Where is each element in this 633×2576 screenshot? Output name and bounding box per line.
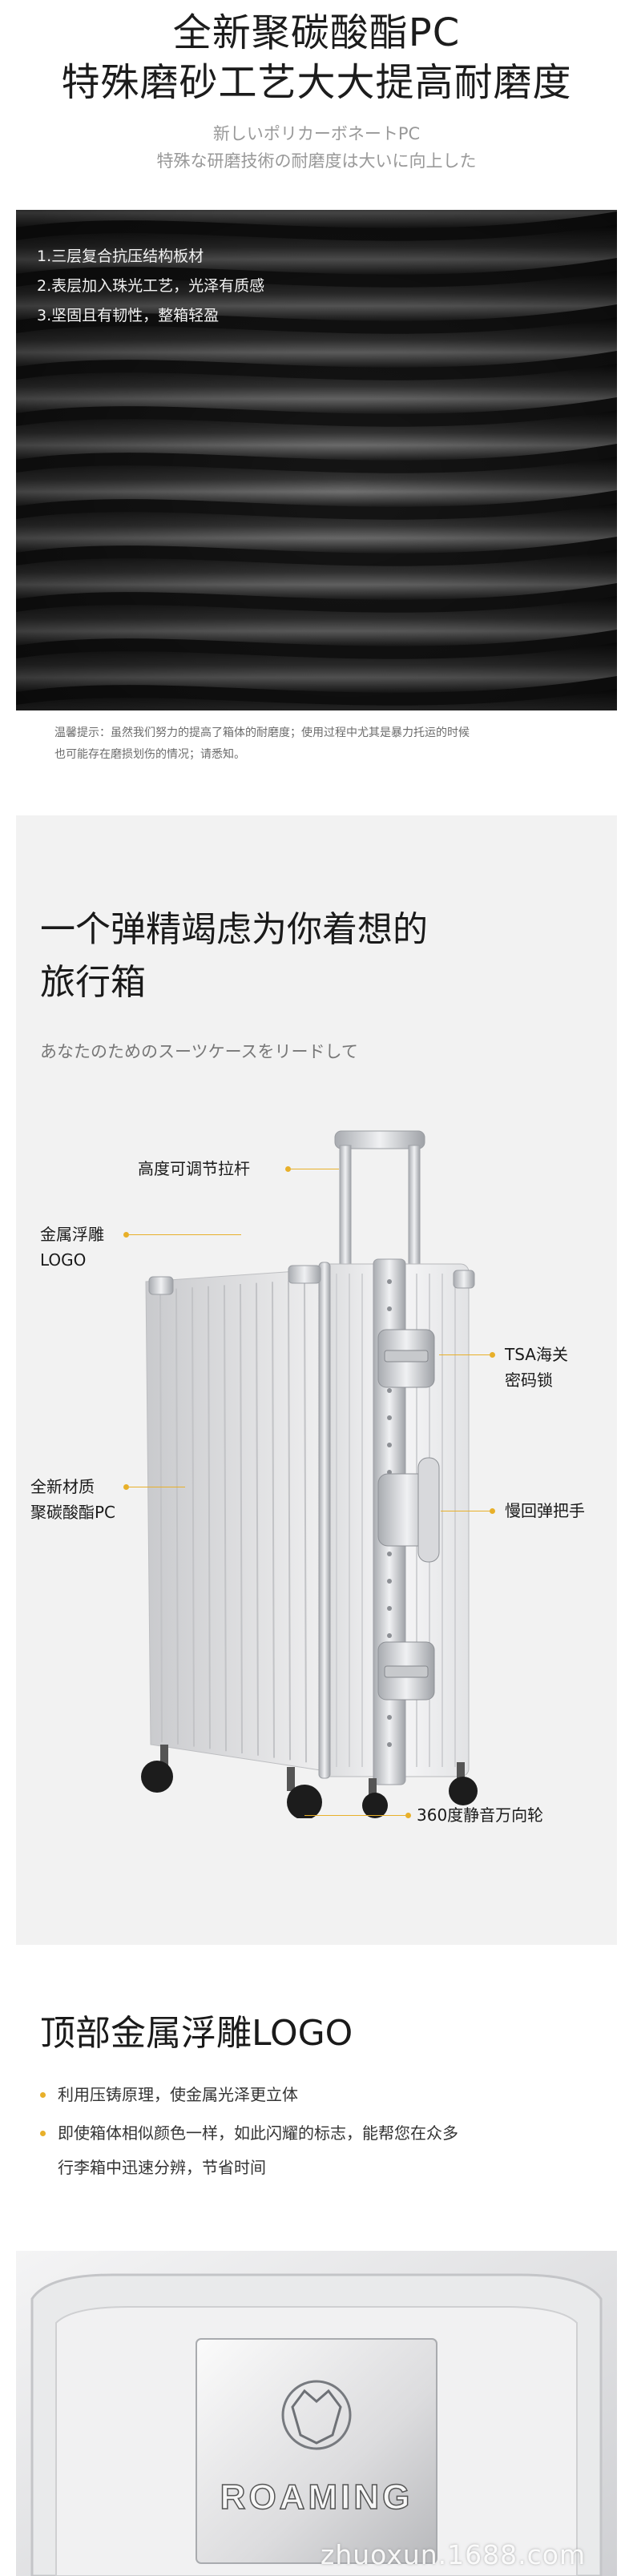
callout-logo-line2: LOGO	[40, 1250, 87, 1270]
frame-rivet	[387, 1306, 392, 1311]
callout-dot	[490, 1352, 495, 1358]
shell-rib	[304, 1279, 307, 1763]
texture-ridges-graphic	[16, 210, 617, 710]
care-note-line2: 也可能存在磨损划伤的情况；请悉知。	[54, 748, 245, 761]
frame-rivet	[387, 1633, 392, 1638]
callout-material-line1: 全新材质	[30, 1477, 95, 1496]
bullet-item: 利用压铸原理，使金属光泽更立体	[40, 2078, 298, 2112]
shell-rib	[224, 1285, 227, 1752]
section2-title-line2: 旅行箱	[40, 962, 146, 1003]
frame-rivet	[387, 1552, 392, 1556]
shell-rib	[272, 1282, 275, 1758]
frame-rivet	[387, 1279, 392, 1284]
callout-grip: 慢回弹把手	[505, 1501, 585, 1520]
shell-rib	[159, 1289, 163, 1743]
callout-dot	[285, 1166, 291, 1172]
embossed-logo-plate: ROAMING	[196, 2338, 437, 2564]
shell-rib	[208, 1286, 211, 1749]
frame-rivet	[387, 1388, 392, 1393]
shell-rib	[240, 1283, 243, 1754]
top-logo-photo: ROAMING zhuoxun.1688.com	[16, 2251, 617, 2576]
frame-rivet	[387, 1579, 392, 1584]
callout-line	[439, 1354, 490, 1355]
tsa-lock-top	[377, 1329, 435, 1388]
bullet-item: 即使箱体相似颜色一样，如此闪耀的标志，能帮您在众多	[40, 2116, 458, 2151]
callout-material: 全新材质 聚碳酸酯PC	[30, 1474, 115, 1525]
shell-rib	[175, 1288, 179, 1745]
feature-item: 1.三层复合抗压结构板材	[37, 248, 204, 265]
side-grip	[377, 1457, 440, 1563]
feature-item: 2.表层加入珠光工艺，光泽有质感	[37, 277, 265, 295]
frame-rivet	[387, 1415, 392, 1420]
section2-title-line1: 一个弹精竭虑为你着想的	[40, 909, 428, 950]
section2-subtitle-jp: あなたのためのスーツケースをリードして	[40, 1042, 358, 1061]
bullet-dot	[40, 2092, 46, 2098]
watermark-text: zhuoxun.1688.com	[321, 2539, 587, 2570]
callout-dot	[123, 1232, 129, 1238]
bullet-item: 行李箱中迅速分辨，节省时间	[40, 2151, 266, 2185]
bullet-text: 行李箱中迅速分辨，节省时间	[58, 2158, 266, 2177]
care-note: 温馨提示：虽然我们努力的提高了箱体的耐磨度；使用过程中尤其是暴力托运的时候 也可…	[54, 722, 591, 766]
shell-rib	[288, 1280, 291, 1761]
section1-title-line1: 全新聚碳酸酯PC	[172, 10, 461, 55]
section1-subtitle-jp-line1: 新しいポリカーボネートPC	[212, 124, 421, 143]
care-note-line1: 温馨提示：虽然我们努力的提高了箱体的耐磨度；使用过程中尤其是暴力托运的时候	[54, 727, 470, 739]
callout-lock: TSA海关 密码锁	[505, 1342, 568, 1393]
callout-handle: 高度可调节拉杆	[138, 1159, 250, 1178]
callout-dot	[123, 1484, 129, 1490]
shell-rib	[256, 1282, 259, 1756]
callout-logo-line1: 金属浮雕	[40, 1225, 104, 1244]
frame-rivet	[387, 1606, 392, 1611]
section1-title-line2: 特殊磨砂工艺大大提高耐磨度	[61, 60, 572, 105]
section1-subtitle-jp-line2: 特殊な研磨技術の耐磨度は大いに向上した	[156, 151, 477, 171]
callout-wheels: 360度静音万向轮	[417, 1805, 544, 1825]
callout-material-line2: 聚碳酸酯PC	[30, 1503, 116, 1522]
bullet-text: 利用压铸原理，使金属光泽更立体	[58, 2085, 298, 2104]
top-shell-graphic: ROAMING	[16, 2251, 617, 2576]
section1-subtitle-jp: 新しいポリカーボネートPC 特殊な研磨技術の耐磨度は大いに向上した	[0, 120, 633, 175]
svg-text:ROAMING: ROAMING	[220, 2477, 413, 2517]
suitcase-illustration	[141, 1130, 478, 1818]
bullet-text: 即使箱体相似颜色一样，如此闪耀的标志，能帮您在众多	[58, 2123, 458, 2143]
feature-list: 1.三层复合抗压结构板材 2.表层加入珠光工艺，光泽有质感 3.坚固且有韧性，整…	[37, 242, 264, 331]
callout-dot	[490, 1508, 495, 1514]
tsa-lock-bottom	[377, 1641, 435, 1701]
pc-texture-image: 1.三层复合抗压结构板材 2.表层加入珠光工艺，光泽有质感 3.坚固且有韧性，整…	[16, 210, 617, 710]
section2-title: 一个弹精竭虑为你着想的 旅行箱	[40, 904, 428, 1009]
frame-rivet	[387, 1443, 392, 1447]
callout-lock-line1: TSA海关	[505, 1345, 568, 1364]
callout-line	[129, 1234, 241, 1235]
callout-lock-line2: 密码锁	[505, 1371, 553, 1390]
callout-dot	[405, 1813, 411, 1818]
callout-line	[304, 1815, 405, 1816]
shell-rib	[192, 1287, 195, 1747]
bullet-dot	[40, 2131, 46, 2136]
section3-title: 顶部金属浮雕LOGO	[40, 2013, 353, 2054]
feature-item: 3.坚固且有韧性，整箱轻盈	[37, 307, 220, 324]
spinner-wheels	[141, 1745, 478, 1818]
section1-title: 全新聚碳酸酯PC 特殊磨砂工艺大大提高耐磨度	[0, 8, 633, 107]
frame-rivet	[387, 1715, 392, 1720]
callout-logo: 金属浮雕 LOGO	[40, 1222, 104, 1273]
frame-rivet	[387, 1742, 392, 1747]
